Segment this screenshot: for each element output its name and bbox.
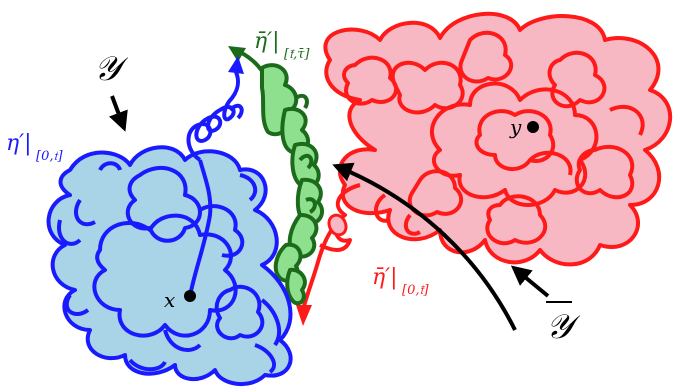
red-cluster <box>320 14 670 265</box>
label-eta-red-main: η̄′| <box>372 265 398 290</box>
label-eta-green-sub: [𝔱̄,τ̄] <box>284 47 310 62</box>
label-eta-red-sub: [0,𝔱̄] <box>402 283 429 298</box>
label-x: x <box>164 288 175 312</box>
label-calY: 𝒴 <box>94 49 129 89</box>
red-arrowhead <box>296 305 312 326</box>
arrow-to-blue-cluster <box>112 96 124 128</box>
point-x <box>184 290 196 302</box>
label-eta-blue-sub: [0,𝔱] <box>36 149 63 164</box>
blue-cluster <box>49 147 291 384</box>
label-calYbar: 𝒴 <box>546 302 581 347</box>
label-eta-green: η̄′| [𝔱̄,τ̄] <box>254 29 310 62</box>
label-eta-red: η̄′| [0,𝔱̄] <box>372 265 429 298</box>
point-y <box>527 121 539 133</box>
label-eta-blue-main: η′| <box>6 131 32 156</box>
label-eta-green-main: η̄′| <box>254 29 280 54</box>
label-y: y <box>509 115 522 139</box>
arrow-to-red-cluster <box>514 268 548 296</box>
label-calYbar-main: 𝒴 <box>546 307 581 347</box>
label-eta-blue: η′| [0,𝔱] <box>6 131 63 164</box>
